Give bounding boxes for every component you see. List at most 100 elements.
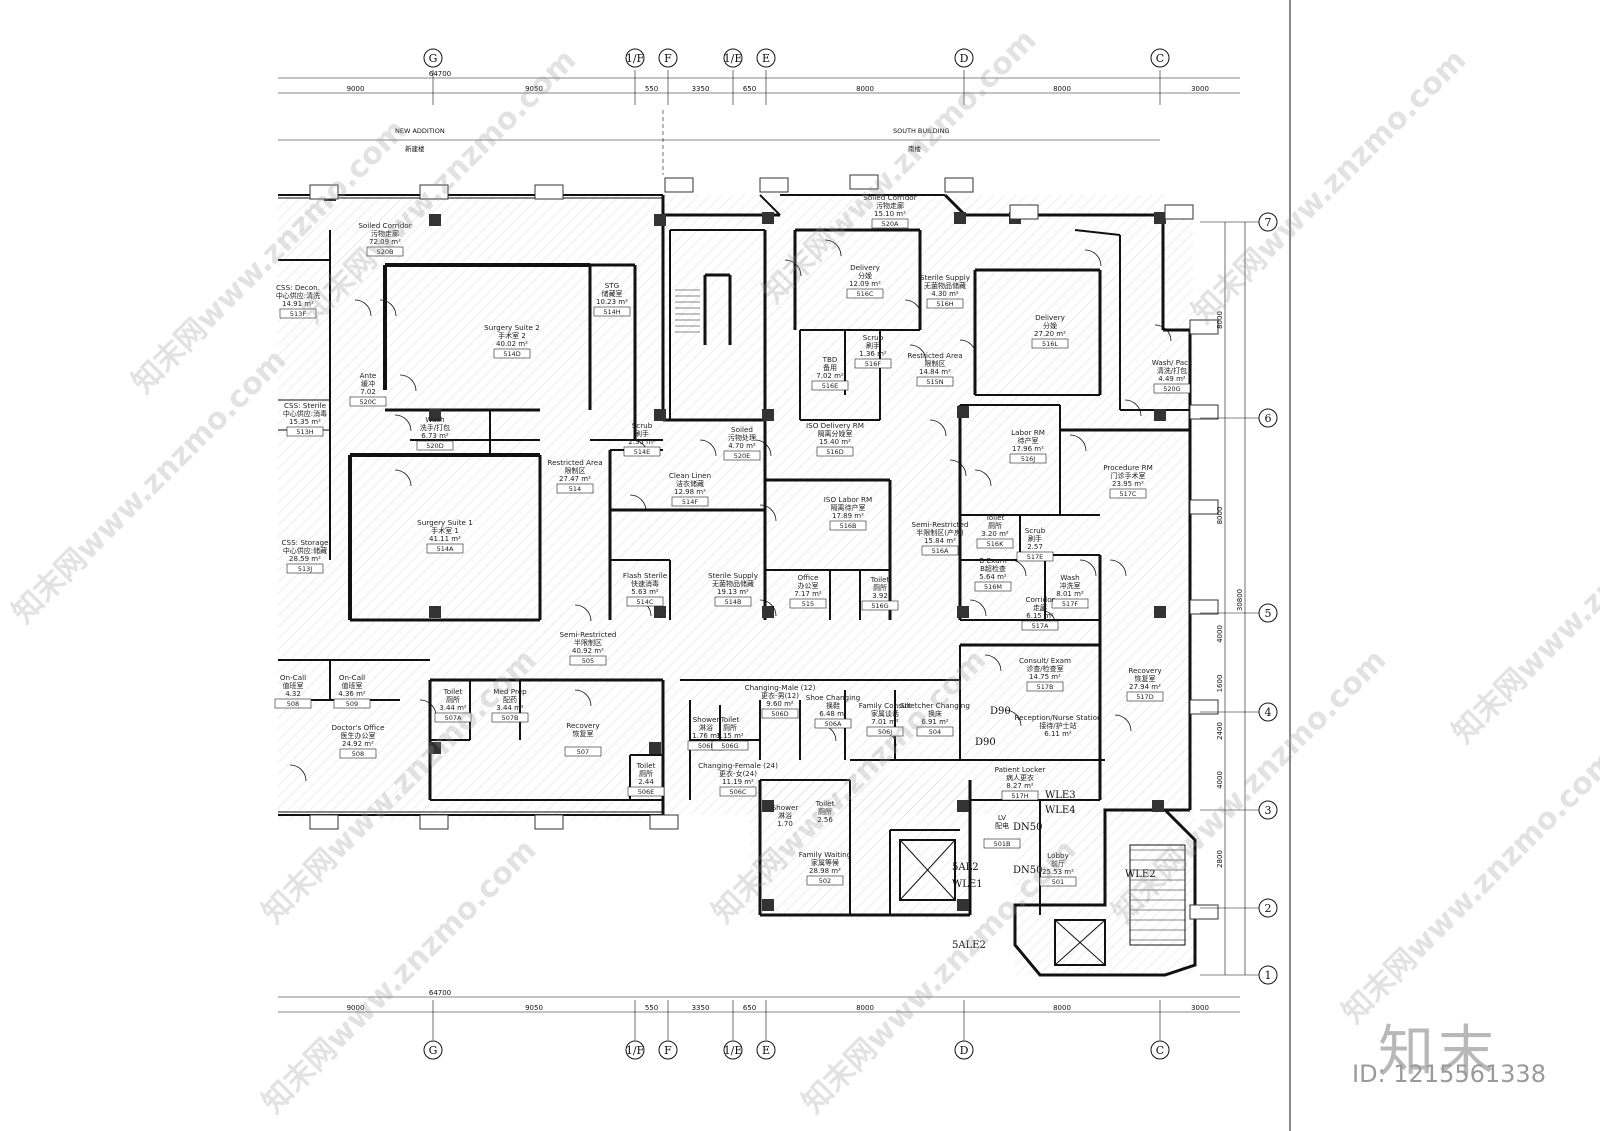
room-cn: 中心供应:清洗 xyxy=(276,291,320,300)
room-area: 27.94 m² xyxy=(1129,683,1161,691)
room-en: Soiled Corridor xyxy=(358,221,411,230)
room-no: 517C xyxy=(1120,490,1137,498)
column-3 xyxy=(762,212,774,224)
room-number-box xyxy=(761,708,799,719)
dim-text-top: 3000 xyxy=(1191,85,1209,93)
room-area: 15.35 m² xyxy=(289,418,321,426)
column-18 xyxy=(649,742,661,754)
grid-label-row-7: 7 xyxy=(1265,216,1272,229)
window-bay-12 xyxy=(649,814,679,830)
room-no: 501 xyxy=(1052,878,1064,886)
window-bay-16 xyxy=(1189,599,1219,615)
door-swing-17 xyxy=(974,469,992,487)
grid-label-ax-f: F xyxy=(664,52,672,65)
door-swing-10 xyxy=(754,439,772,457)
room-area: 28.59 m² xyxy=(289,555,321,563)
room-area: 27.20 m² xyxy=(1034,330,1066,338)
room-area: 15.10 m² xyxy=(874,210,906,218)
room-cn: 恢复室 xyxy=(573,729,594,738)
room-cn: 厕所 xyxy=(988,521,1002,530)
door-swing-3 xyxy=(394,469,412,487)
room-number-box xyxy=(286,563,324,574)
room-no: 514H xyxy=(603,308,620,316)
room-en: Changing-Female (24) xyxy=(698,761,778,770)
door-swing-11 xyxy=(759,504,777,522)
door-swing-0 xyxy=(379,299,397,317)
room-area: 2.56 xyxy=(817,816,833,824)
column-14 xyxy=(762,606,774,618)
room-no: 514 xyxy=(569,485,581,493)
room-cn: 无菌物品储藏 xyxy=(712,579,754,588)
equipment-tag: DN50 xyxy=(1013,822,1043,833)
dim-text-top: 3350 xyxy=(692,85,710,93)
room-no: 513H xyxy=(296,428,313,436)
room-number-box xyxy=(1016,551,1054,562)
room-number-box xyxy=(1001,790,1039,801)
room-no: 509 xyxy=(346,700,358,708)
door-swing-16 xyxy=(949,459,967,477)
door-swing-12 xyxy=(759,599,777,617)
room-area: 19.13 m² xyxy=(717,588,749,596)
room-en: Restricted Area xyxy=(547,458,602,467)
door-swing-22 xyxy=(1109,559,1127,577)
room-cn: 快速消毒 xyxy=(631,579,659,588)
room-number-box xyxy=(434,712,472,723)
grid-label-ax-e: E xyxy=(762,52,770,65)
column-16 xyxy=(1154,606,1166,618)
window-bay-11 xyxy=(534,814,564,830)
room-area: 2.57 xyxy=(1027,543,1043,551)
room-cn: 换床 xyxy=(928,709,942,718)
wall-segment xyxy=(943,193,967,217)
grid-label-ax-g: G xyxy=(429,52,438,65)
room-en: Surgery Suite 2 xyxy=(484,323,540,332)
brand-logo-text: 知末 xyxy=(1378,1020,1498,1085)
room-en: Office xyxy=(798,573,820,582)
room-number-box xyxy=(627,786,665,797)
grid-label-ax-g: G xyxy=(429,1044,438,1057)
room-en: Shower xyxy=(772,803,799,812)
door-swing-21 xyxy=(1079,559,1097,577)
room-cn: 厕所 xyxy=(723,723,737,732)
room-en: Wash/ Pack xyxy=(1152,358,1193,367)
lift-shaft-2-x xyxy=(1054,919,1106,966)
column-7 xyxy=(429,409,441,421)
door-swing-4 xyxy=(574,604,592,622)
room-no: 516A xyxy=(932,547,949,555)
room-en: Stretcher Changing xyxy=(900,701,970,710)
grid-label-ax-1e: 1/E xyxy=(724,1044,743,1057)
room-no: 514F xyxy=(682,498,698,506)
room-no: 506C xyxy=(730,788,747,796)
room-en: Surgery Suite 1 xyxy=(417,518,473,527)
door-swing-25 xyxy=(984,654,1002,672)
room-en: Wash xyxy=(1060,573,1079,582)
room-area: 72.09 m² xyxy=(369,238,401,246)
dim-text-bottom: 9000 xyxy=(347,1004,365,1012)
door-swing-26 xyxy=(1004,709,1022,727)
grid-label-ax-d: D xyxy=(960,1044,969,1057)
column-19 xyxy=(762,800,774,812)
grid-label-row-6: 6 xyxy=(1265,412,1272,425)
room-area: 12.98 m² xyxy=(674,488,706,496)
door-swing-37 xyxy=(1124,399,1142,417)
window-bay-18 xyxy=(1189,904,1219,920)
room-cn: 走廊 xyxy=(1033,603,1047,612)
room-area: 40.02 m² xyxy=(496,340,528,348)
room-area: 41.11 m² xyxy=(429,535,461,543)
window-bay-5 xyxy=(849,174,879,190)
hatch-area-2 xyxy=(1163,215,1193,815)
room-cn: 刷手 xyxy=(635,429,649,438)
room-en: CSS: Decon. xyxy=(276,283,320,292)
